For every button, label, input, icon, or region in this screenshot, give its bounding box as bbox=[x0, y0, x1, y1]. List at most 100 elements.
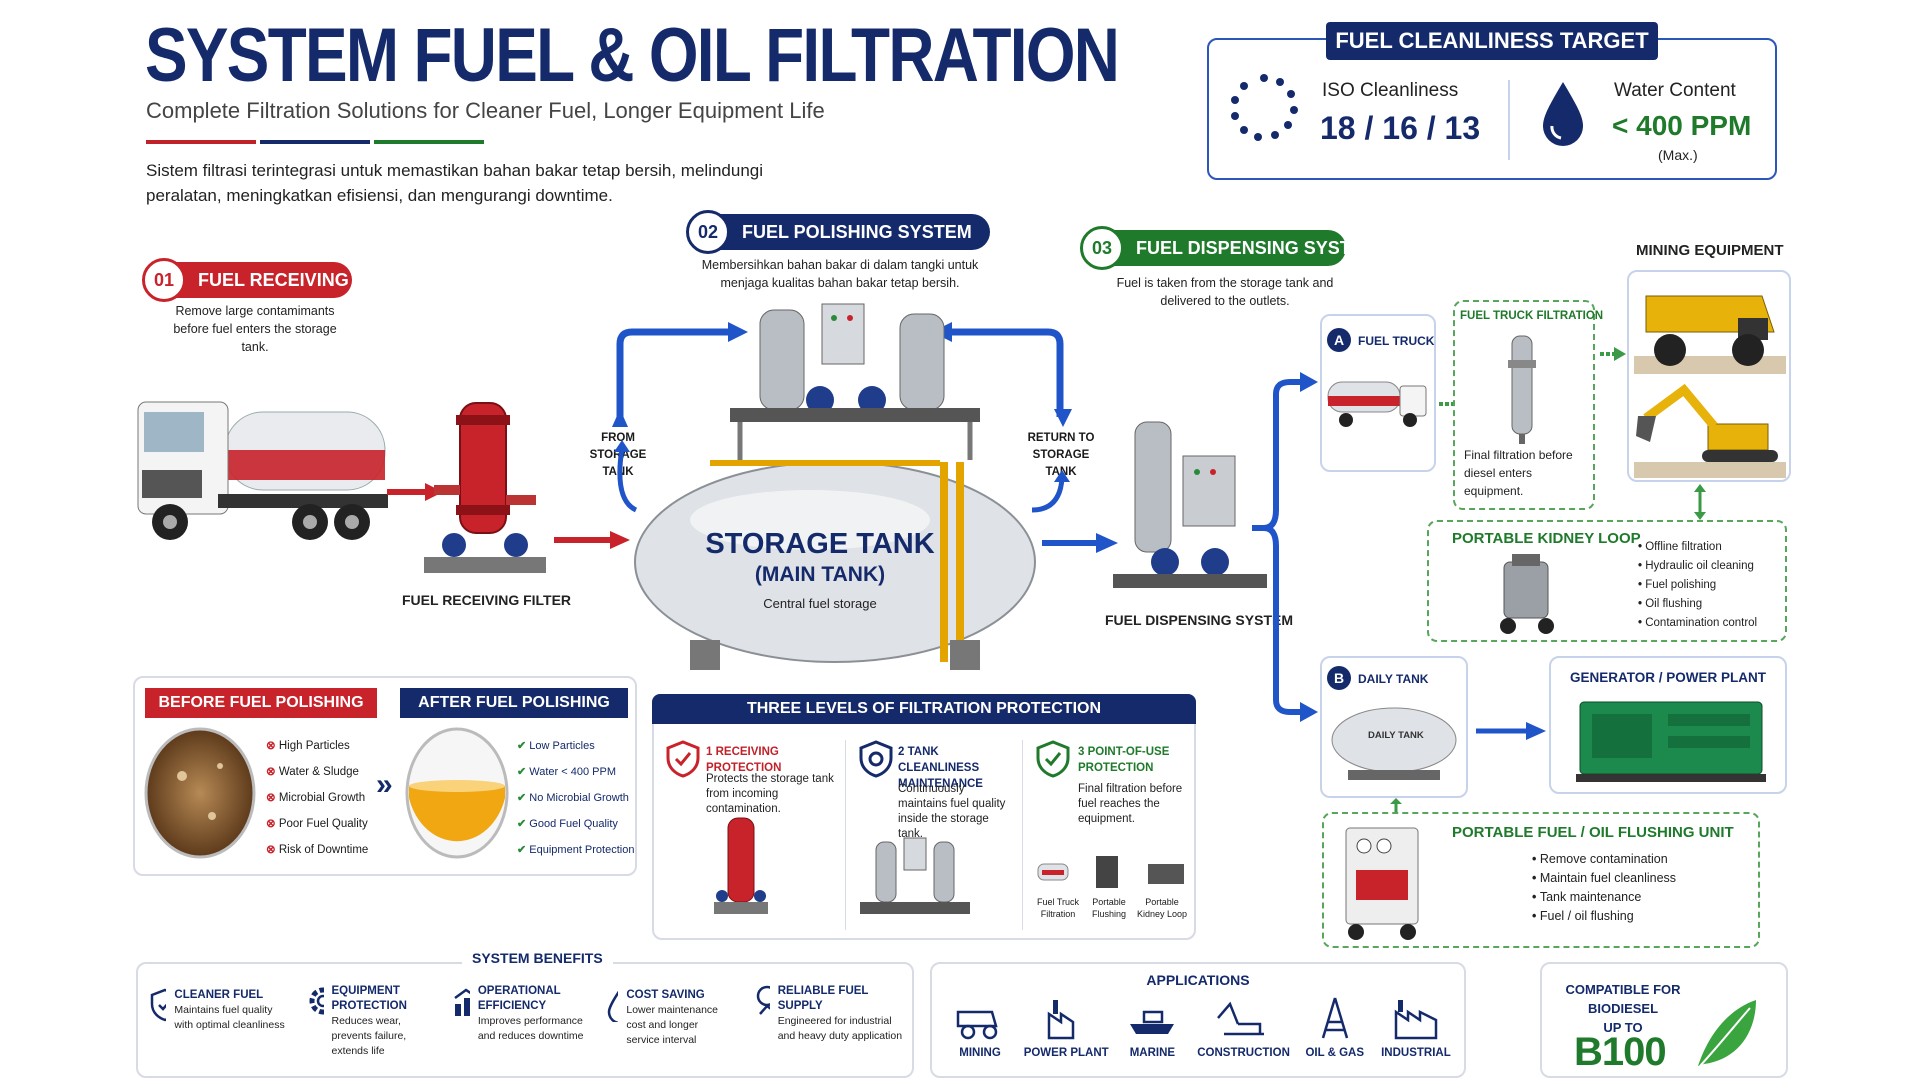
storage-tank-image bbox=[634, 460, 1036, 670]
target-divider bbox=[1508, 80, 1510, 160]
generator-image bbox=[1576, 701, 1766, 782]
kidney-item: Fuel polishing bbox=[1638, 576, 1757, 595]
leaf-icon bbox=[1698, 1000, 1756, 1067]
step1-title: FUEL RECEIVING bbox=[198, 269, 349, 290]
levels-divider-1 bbox=[845, 740, 846, 930]
flushing-unit-list: Remove contamination Maintain fuel clean… bbox=[1532, 850, 1676, 926]
microbe-icon: ⊗ bbox=[266, 792, 279, 804]
level3-text: Final filtration before fuel reaches the… bbox=[1078, 783, 1183, 825]
applications-card bbox=[930, 962, 1466, 1078]
step1-banner: 01 FUEL RECEIVING bbox=[142, 258, 352, 302]
mini-kidney-loop-label: Portable Kidney Loop bbox=[1136, 897, 1188, 919]
shield-icon bbox=[666, 740, 700, 778]
shield-check-green-icon bbox=[1036, 740, 1070, 778]
step2-banner: 02 FUEL POLISHING SYSTEM bbox=[686, 210, 990, 254]
fuel-truck-image bbox=[1327, 381, 1427, 427]
storage-tank-caption: Central fuel storage bbox=[763, 596, 877, 611]
portable-kidney-loop-title: PORTABLE KIDNEY LOOP bbox=[1452, 530, 1641, 547]
flushing-item: Tank maintenance bbox=[1532, 888, 1676, 907]
fuel-truck-title: FUEL TRUCK bbox=[1358, 334, 1435, 348]
drop-warning-icon: ⊗ bbox=[266, 766, 279, 778]
chevron-right-icon: » bbox=[376, 768, 393, 801]
mini-fuel-truck-label: Fuel Truck Filtration bbox=[1036, 897, 1079, 919]
mining-truck-icon bbox=[956, 1010, 998, 1040]
return-tank-curve bbox=[1031, 470, 1070, 513]
red-arrow-2 bbox=[554, 531, 630, 549]
check-circle-icon: ✔ bbox=[517, 844, 530, 856]
flushing-item: Maintain fuel cleanliness bbox=[1532, 869, 1676, 888]
blue-arrow-to-dispensing bbox=[1042, 533, 1118, 553]
fuel-dispensing-system-image bbox=[1113, 421, 1267, 588]
levels-divider-2 bbox=[1022, 740, 1023, 930]
storage-tank-subtitle: (MAIN TANK) bbox=[754, 563, 886, 586]
flushing-item: Fuel / oil flushing bbox=[1532, 907, 1676, 926]
check-circle-icon: ✔ bbox=[517, 766, 530, 778]
fuel-dispensing-system-label: FUEL DISPENSING SYSTEM bbox=[1105, 612, 1293, 628]
page-title: SYSTEM FUEL & OIL FILTRATION bbox=[145, 13, 1120, 98]
level1-filter-image bbox=[714, 817, 768, 914]
level2-title: 2 TANK CLEANLINESS MAINTENANCE bbox=[898, 746, 983, 790]
flushing-item: Remove contamination bbox=[1532, 850, 1676, 869]
fuel-truck-filtration-text: Final filtration before diesel enters eq… bbox=[1464, 448, 1573, 498]
fuel-truck-filtration-title: FUEL TRUCK FILTRATION bbox=[1460, 310, 1604, 322]
check-circle-icon: ✔ bbox=[517, 740, 530, 752]
application-construction: CONSTRUCTION bbox=[1194, 994, 1294, 1059]
page-description: Sistem filtrasi terintegrasi untuk memas… bbox=[146, 161, 764, 205]
green-arrow-to-mining bbox=[1600, 347, 1626, 361]
excavator-icon bbox=[1216, 1001, 1264, 1036]
biodiesel-value: B100 bbox=[1574, 1030, 1667, 1074]
check-circle-icon: ✔ bbox=[517, 792, 530, 804]
level3-mini-images bbox=[1037, 856, 1184, 888]
title-rule-red bbox=[146, 140, 256, 144]
before-item: ⊗ Water & Sludge bbox=[266, 766, 359, 778]
application-power-plant: POWER PLANT bbox=[1021, 994, 1111, 1059]
after-item: ✔ Equipment Protection bbox=[517, 844, 635, 856]
system-benefits-title: SYSTEM BENEFITS bbox=[462, 950, 613, 966]
before-item: ⊗ Risk of Downtime bbox=[266, 844, 369, 856]
daily-tank-title: DAILY TANK bbox=[1358, 672, 1429, 686]
fuel-supply-icon bbox=[756, 985, 770, 1015]
after-item: ✔ No Microbial Growth bbox=[517, 792, 629, 804]
after-list: ✔ Low Particles ✔ Water < 400 PPM ✔ No M… bbox=[517, 733, 634, 863]
title-rule-green bbox=[374, 140, 484, 144]
before-item: ⊗ Microbial Growth bbox=[266, 792, 366, 804]
chart-up-icon bbox=[454, 988, 470, 1016]
fuel-receiving-filter-image bbox=[424, 402, 546, 573]
cleanliness-target-title: FUEL CLEANLINESS TARGET bbox=[1326, 22, 1658, 60]
step2-title: FUEL POLISHING SYSTEM bbox=[742, 221, 972, 242]
fuel-polishing-skid-image bbox=[730, 303, 980, 460]
return-tank-arrowhead bbox=[1054, 409, 1072, 427]
x-circle-icon: ⊗ bbox=[266, 740, 279, 752]
application-marine: MARINE bbox=[1112, 994, 1192, 1059]
inline-filter-image bbox=[1508, 335, 1536, 444]
shield-gear-icon bbox=[859, 740, 893, 778]
portable-flushing-unit-title: PORTABLE FUEL / OIL FLUSHING UNIT bbox=[1452, 824, 1734, 841]
step3-text: Fuel is taken from the storage tank and … bbox=[1116, 276, 1334, 308]
dump-truck-image bbox=[1634, 295, 1786, 374]
iso-dots-icon bbox=[1231, 74, 1298, 141]
kidney-item: Oil flushing bbox=[1638, 595, 1757, 614]
application-oil-gas: OIL & GAS bbox=[1295, 994, 1375, 1059]
blue-arrow-to-generator bbox=[1476, 722, 1546, 740]
kidney-loop-list: Offline filtration Hydraulic oil cleanin… bbox=[1638, 538, 1757, 633]
excavator-image bbox=[1634, 383, 1786, 478]
gear-icon bbox=[309, 987, 324, 1015]
level1-text: Protects the storage tank from incoming … bbox=[706, 773, 834, 815]
step3-title: FUEL DISPENSING SYSTEM bbox=[1136, 237, 1378, 258]
check-circle-icon: ✔ bbox=[517, 818, 530, 830]
before-item: ⊗ High Particles bbox=[266, 740, 350, 752]
x-circle-icon: ⊗ bbox=[266, 818, 279, 830]
step3-number: 03 bbox=[1080, 226, 1124, 270]
application-industrial: INDUSTRIAL bbox=[1376, 994, 1456, 1059]
fuel-receiving-filter-label: FUEL RECEIVING FILTER bbox=[402, 592, 572, 608]
kidney-item: Contamination control bbox=[1638, 614, 1757, 633]
daily-tank-image bbox=[1331, 707, 1457, 780]
dispensing-branch-arrows bbox=[1252, 372, 1318, 722]
green-double-arrow-mining bbox=[1694, 484, 1706, 520]
mining-equipment-title: MINING EQUIPMENT bbox=[1636, 242, 1784, 259]
flushing-unit-cart-image bbox=[1345, 827, 1419, 940]
oil-rig-icon bbox=[1321, 997, 1348, 1039]
